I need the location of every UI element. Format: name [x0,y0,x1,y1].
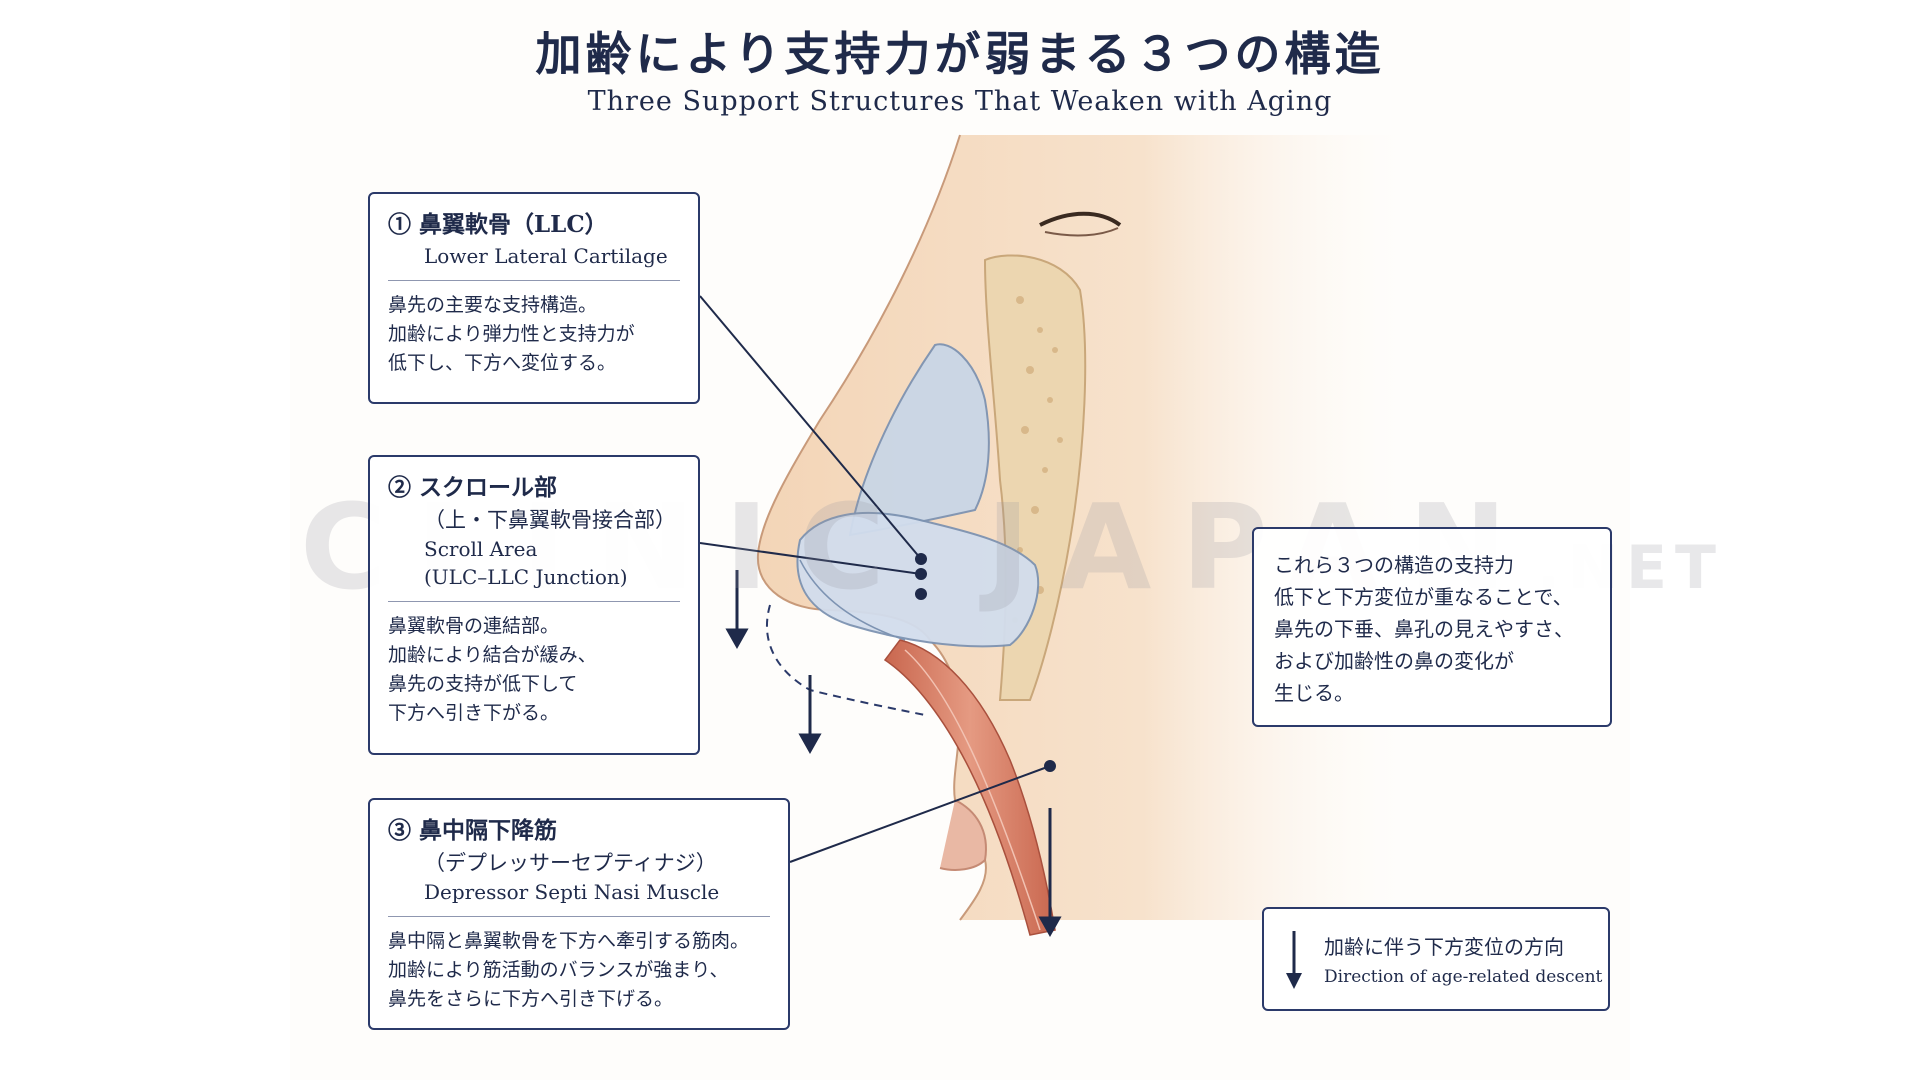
down-arrow-icon [725,570,1062,938]
callout-body: 鼻先の主要な支持構造。 加齢により弾力性と支持力が 低下し、下方へ変位する。 [388,294,635,374]
callout-heading: ③ 鼻中隔下降筋 [388,817,558,844]
callout-body: 鼻翼軟骨の連結部。 加齢により結合が緩み、 鼻先の支持が低下して 下方へ引き下が… [388,615,597,724]
leader-dots [915,553,1056,772]
summary-text: これら３つの構造の支持力 低下と下方変位が重なることで、 鼻先の下垂、鼻孔の見え… [1274,553,1574,705]
callout-scroll-area: ② スクロール部 （上・下鼻翼軟骨接合部） Scroll Area (ULC–L… [368,455,700,755]
lower-lateral-cartilage [796,511,1040,648]
callout-body: 鼻中隔と鼻翼軟骨を下方へ牽引する筋肉。 加齢により筋活動のバランスが強まり、 鼻… [388,930,750,1010]
lips [939,799,987,871]
callout-llc: ① 鼻翼軟骨（LLC） Lower Lateral Cartilage 鼻先の主… [368,192,700,404]
callout-heading: ① 鼻翼軟骨（LLC） [388,211,608,238]
callout-english-2: (ULC–LLC Junction) [424,565,628,589]
callout-english: Depressor Septi Nasi Muscle [424,880,720,904]
down-arrow-icon [1286,931,1302,989]
callout-depressor-septi: ③ 鼻中隔下降筋 （デプレッサーセプティナジ） Depressor Septi … [368,798,790,1030]
divider [388,601,680,602]
callout-english: Lower Lateral Cartilage [424,244,668,268]
callout-heading: ② スクロール部 [388,474,558,501]
divider [388,280,680,281]
legend-label-jp: 加齢に伴う下方変位の方向 [1324,935,1564,959]
legend-label-en: Direction of age-related descent [1324,967,1603,987]
leader-lines [699,295,1051,863]
summary-box: これら３つの構造の支持力 低下と下方変位が重なることで、 鼻先の下垂、鼻孔の見え… [1252,527,1612,727]
divider [388,916,770,917]
callout-subheading: （上・下鼻翼軟骨接合部） [424,508,676,532]
page-subtitle: Three Support Structures That Weaken wit… [587,86,1333,117]
legend-box: 加齢に伴う下方変位の方向 Direction of age-related de… [1262,907,1610,1011]
upper-lateral-cartilage [848,343,990,537]
callout-subheading: （デプレッサーセプティナジ） [424,851,717,875]
face-profile [757,135,1400,920]
depressor-septi-muscle [883,639,1056,936]
callout-english: Scroll Area [424,537,538,561]
eye [1039,211,1122,227]
page-title: 加齢により支持力が弱まる３つの構造 [535,27,1385,81]
